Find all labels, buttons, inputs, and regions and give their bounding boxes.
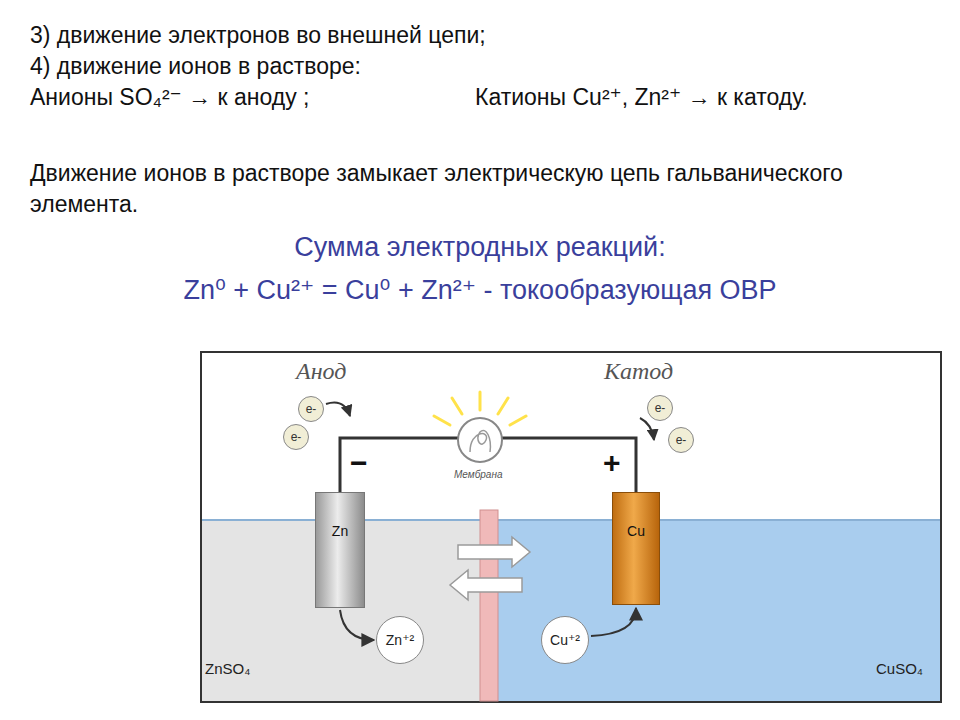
ion-flow-arrow — [591, 608, 636, 636]
cell-frame — [201, 352, 941, 702]
text-label: Анод — [296, 358, 346, 385]
electron-circle: e- — [647, 395, 673, 421]
electron-arrow — [640, 418, 654, 440]
electron-circle: e- — [283, 424, 309, 450]
text-label: Движение ионов в растворе замыкает элект… — [30, 158, 930, 220]
node-text: Cu⁺² — [550, 632, 580, 648]
text-label: 4) движение ионов в растворе: — [30, 53, 361, 80]
node-text: Zn⁺² — [386, 632, 414, 648]
cuso4-solution — [492, 520, 940, 701]
text-label: Zn⁰ + Cu²⁺ = Cu⁰ + Zn²⁺ - токообразующая… — [0, 274, 960, 306]
electron-arrow — [326, 403, 350, 417]
ion-circle: Cu⁺² — [541, 616, 589, 664]
node-text: e- — [655, 401, 666, 415]
electrode: Cu — [612, 492, 660, 605]
lamp — [458, 418, 502, 462]
node-text: e- — [306, 402, 317, 416]
text-label: ZnSO₄ — [205, 660, 250, 677]
ion-circle: Zn⁺² — [376, 616, 424, 664]
text-label: Сумма электродных реакций: — [0, 232, 960, 263]
text-label: 3) движение электронов во внешней цепи; — [30, 22, 486, 49]
text-label: Анионы SO₄²⁻ → к аноду ; — [30, 84, 309, 111]
text-label: CuSO₄ — [876, 660, 923, 677]
text-label: Катод — [604, 358, 673, 385]
node-text: Cu — [627, 523, 645, 539]
electron-circle: e- — [668, 427, 694, 453]
ion-arrow-right — [458, 537, 530, 567]
electrode: Zn — [315, 492, 365, 608]
lamp-filament — [470, 430, 490, 452]
text-label: − — [350, 446, 368, 480]
node-text: Zn — [332, 523, 348, 539]
node-text: e- — [291, 430, 302, 444]
text-label: Мембрана — [454, 469, 502, 480]
membrane — [480, 510, 498, 701]
ion-flow-arrow — [340, 610, 374, 640]
node-text: e- — [676, 433, 687, 447]
text-label: + — [603, 446, 621, 480]
electron-circle: e- — [298, 396, 324, 422]
text-label: Катионы Cu²⁺, Zn²⁺ → к катоду. — [475, 84, 808, 111]
ion-arrow-left — [450, 570, 522, 600]
